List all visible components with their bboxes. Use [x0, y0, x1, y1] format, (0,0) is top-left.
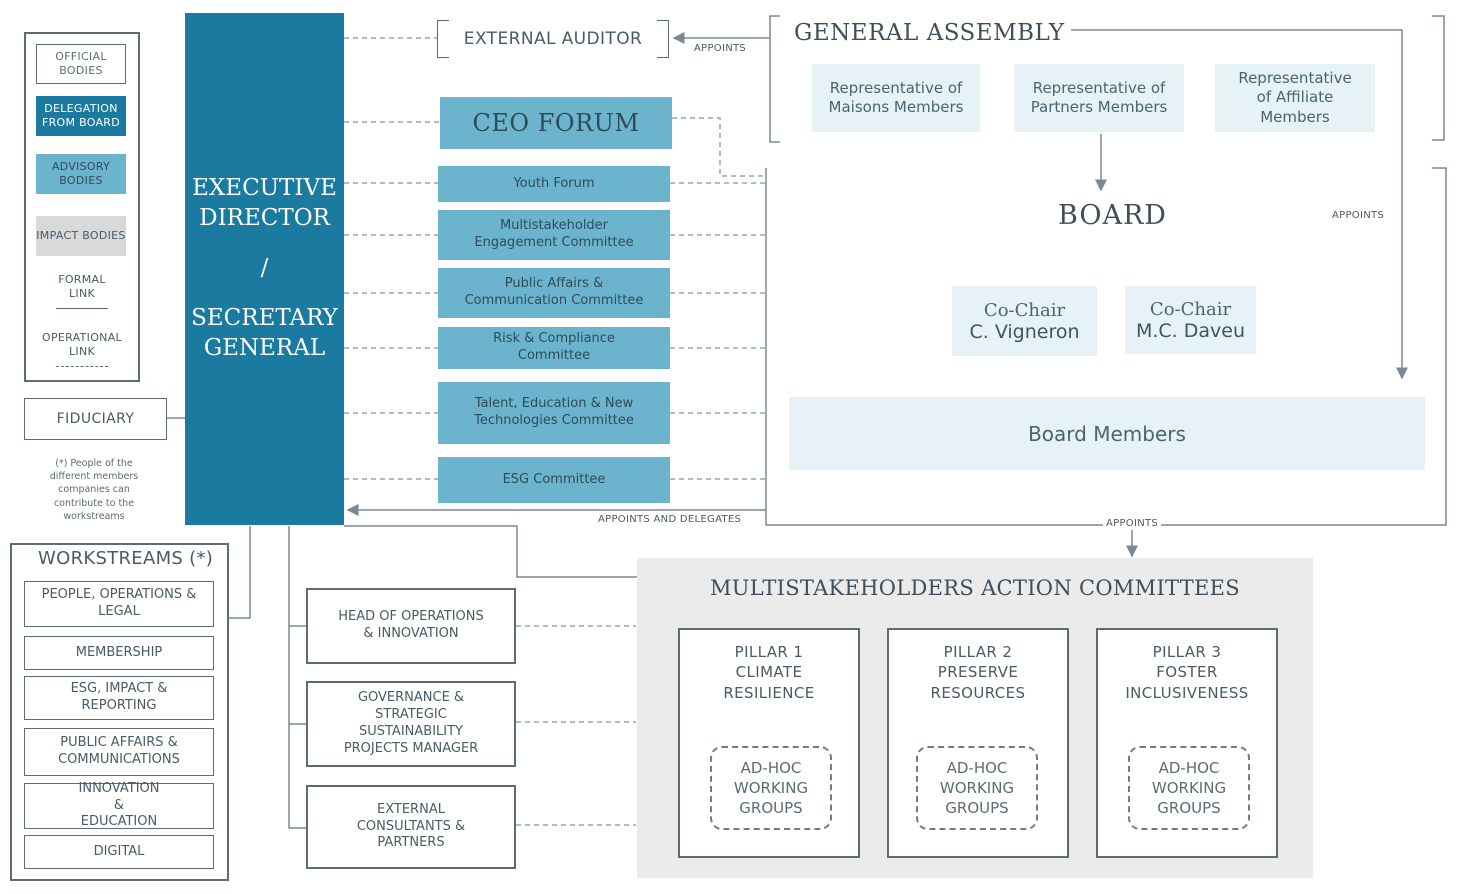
legend-advisory-bodies: ADVISORY BODIES	[36, 154, 126, 194]
pillar-3-line3: INCLUSIVENESS	[1125, 683, 1249, 702]
rep-maisons-members: Representative of Maisons Members	[812, 64, 980, 132]
cochair1-name: C. Vigneron	[969, 320, 1080, 343]
committee-multistakeholder-engagement: Multistakeholder Engagement Committee	[438, 210, 670, 260]
committee-talent-education: Talent, Education & New Technologies Com…	[438, 382, 670, 444]
workstream-public-affairs: PUBLIC AFFAIRS & COMMUNICATIONS	[24, 728, 214, 776]
pillar-1-label: PILLAR 1 CLIMATE RESILIENCE	[678, 642, 860, 703]
executive-line1: EXECUTIVE	[192, 175, 337, 202]
board-title: BOARD	[1058, 200, 1167, 231]
pillar-1-line3: RESILIENCE	[723, 683, 815, 702]
executive-line4: GENERAL	[203, 334, 326, 361]
executive-line2: DIRECTOR	[199, 205, 330, 232]
legend-official-bodies: OFFICIAL BODIES	[36, 44, 126, 84]
workstreams-title: WORKSTREAMS (*)	[38, 548, 214, 569]
committee-public-affairs: Public Affairs & Communication Committee	[438, 268, 670, 318]
cochair1-title: Co-Chair	[983, 299, 1066, 321]
pillar-1-adhoc-groups: AD-HOC WORKING GROUPS	[710, 746, 832, 830]
board-members-box: Board Members	[789, 397, 1425, 470]
workstream-esg-impact-reporting: ESG, IMPACT & REPORTING	[24, 676, 214, 720]
committee-youth-forum: Youth Forum	[438, 166, 670, 202]
pillar-2-line2: PRESERVE	[937, 663, 1019, 682]
rep-partners-members: Representative of Partners Members	[1014, 64, 1184, 132]
legend-panel	[24, 32, 140, 382]
appoints-committees-label: APPOINTS	[1103, 518, 1162, 529]
legend-formal-link: FORMAL LINK	[58, 273, 106, 300]
cochair2-name: M.C. Daveu	[1135, 319, 1246, 342]
governance-manager-box: GOVERNANCE & STRATEGIC SUSTAINABILITY PR…	[306, 681, 516, 767]
legend-operational-link: OPERATIONAL LINK	[42, 331, 122, 358]
general-assembly-title: GENERAL ASSEMBLY	[794, 20, 1071, 46]
appoints-auditor-label: APPOINTS	[694, 43, 747, 54]
workstreams-note: (*) People of the different members comp…	[49, 457, 139, 522]
cochair-vigneron: Co-Chair C. Vigneron	[952, 286, 1097, 356]
rep-affiliate-members: Representative of Affiliate Members	[1215, 64, 1375, 132]
pillar-2-label: PILLAR 2 PRESERVE RESOURCES	[887, 642, 1069, 703]
workstream-people-operations-legal: PEOPLE, OPERATIONS & LEGAL	[24, 581, 214, 627]
cochair2-title: Co-Chair	[1149, 298, 1232, 320]
pillar-2-line3: RESOURCES	[930, 683, 1026, 702]
pillar-2-adhoc-groups: AD-HOC WORKING GROUPS	[916, 746, 1038, 830]
external-auditor-bracket-right	[657, 20, 669, 58]
workstream-innovation-education: INNOVATION & EDUCATION	[24, 781, 214, 829]
pillar-3-adhoc-groups: AD-HOC WORKING GROUPS	[1128, 746, 1250, 830]
head-of-operations-box: HEAD OF OPERATIONS & INNOVATION	[306, 588, 516, 664]
executive-director-box: EXECUTIVE DIRECTOR / SECRETARY GENERAL	[185, 13, 344, 525]
committee-esg: ESG Committee	[438, 457, 670, 503]
external-auditor-bracket-left	[437, 20, 449, 58]
ceo-forum-box: CEO FORUM	[440, 97, 672, 149]
external-auditor-label: EXTERNAL AUDITOR	[463, 29, 643, 49]
pillar-1-line2: CLIMATE	[735, 663, 803, 682]
pillar-2-number: PILLAR 2	[943, 643, 1013, 661]
external-auditor-box: EXTERNAL AUDITOR	[437, 20, 669, 58]
pillar-3-line2: FOSTER	[1156, 663, 1218, 682]
pillar-3-number: PILLAR 3	[1152, 643, 1222, 661]
external-consultants-box: EXTERNAL CONSULTANTS & PARTNERS	[306, 785, 516, 869]
workstream-digital: DIGITAL	[24, 835, 214, 869]
board-appoints-label: APPOINTS	[1332, 210, 1385, 221]
legend-impact-bodies: IMPACT BODIES	[36, 216, 126, 256]
executive-line3: SECRETARY	[191, 304, 338, 331]
committee-risk-compliance: Risk & Compliance Committee	[438, 327, 670, 369]
fiduciary-box: FIDUCIARY	[24, 398, 167, 440]
workstream-membership: MEMBERSHIP	[24, 636, 214, 670]
pillar-1-number: PILLAR 1	[734, 643, 804, 661]
pillar-3-label: PILLAR 3 FOSTER INCLUSIVENESS	[1096, 642, 1278, 703]
executive-slash: /	[260, 255, 269, 282]
legend-operational-link-line	[56, 366, 108, 367]
cochair-daveu: Co-Chair M.C. Daveu	[1125, 286, 1256, 354]
legend-formal-link-line	[56, 308, 108, 309]
mac-title: MULTISTAKEHOLDERS ACTION COMMITTEES	[709, 576, 1240, 600]
legend-delegation-from-board: DELEGATION FROM BOARD	[36, 96, 126, 136]
appoints-and-delegates-label: APPOINTS AND DELEGATES	[598, 514, 742, 525]
